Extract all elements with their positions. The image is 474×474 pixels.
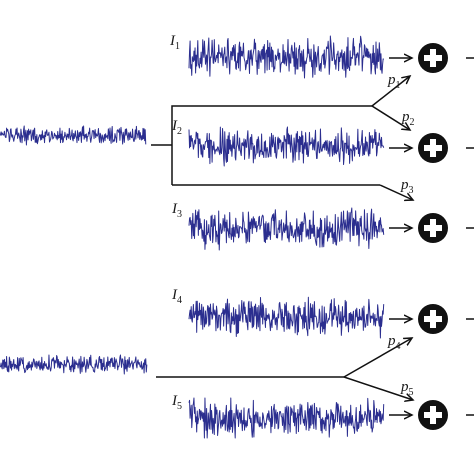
label-i3: I3 [171, 201, 182, 220]
label-p2: p2 [401, 109, 415, 128]
adder-1-icon [418, 43, 448, 73]
branch-signal-5 [188, 397, 385, 439]
adder-2-icon [418, 133, 448, 163]
adder-3-icon [418, 213, 448, 243]
source-signal-bottom [0, 354, 148, 375]
label-i1: I1 [169, 33, 180, 52]
label-p3: p3 [400, 177, 414, 196]
adder-5-icon [418, 400, 448, 430]
branch-signal-3 [188, 207, 385, 251]
branch-signal-4 [188, 296, 385, 339]
branch-arrow-p3 [379, 184, 413, 200]
label-p5: p5 [400, 379, 414, 398]
label-i5: I5 [171, 393, 182, 412]
branch-arrow-p1 [371, 76, 410, 107]
split-bracket-top [171, 105, 372, 185]
branch-signal-2 [188, 126, 385, 167]
label-p4: p4 [387, 333, 401, 352]
label-i4: I4 [171, 287, 182, 306]
branch-signal-1 [188, 35, 385, 79]
branch-arrow-p2 [371, 105, 410, 130]
label-p1: p1 [387, 72, 401, 91]
adder-4-icon [418, 304, 448, 334]
label-i2: I2 [171, 118, 182, 137]
branch-arrow-p5 [343, 376, 413, 400]
source-signal-top [0, 125, 147, 146]
branch-arrow-p4 [343, 338, 412, 378]
